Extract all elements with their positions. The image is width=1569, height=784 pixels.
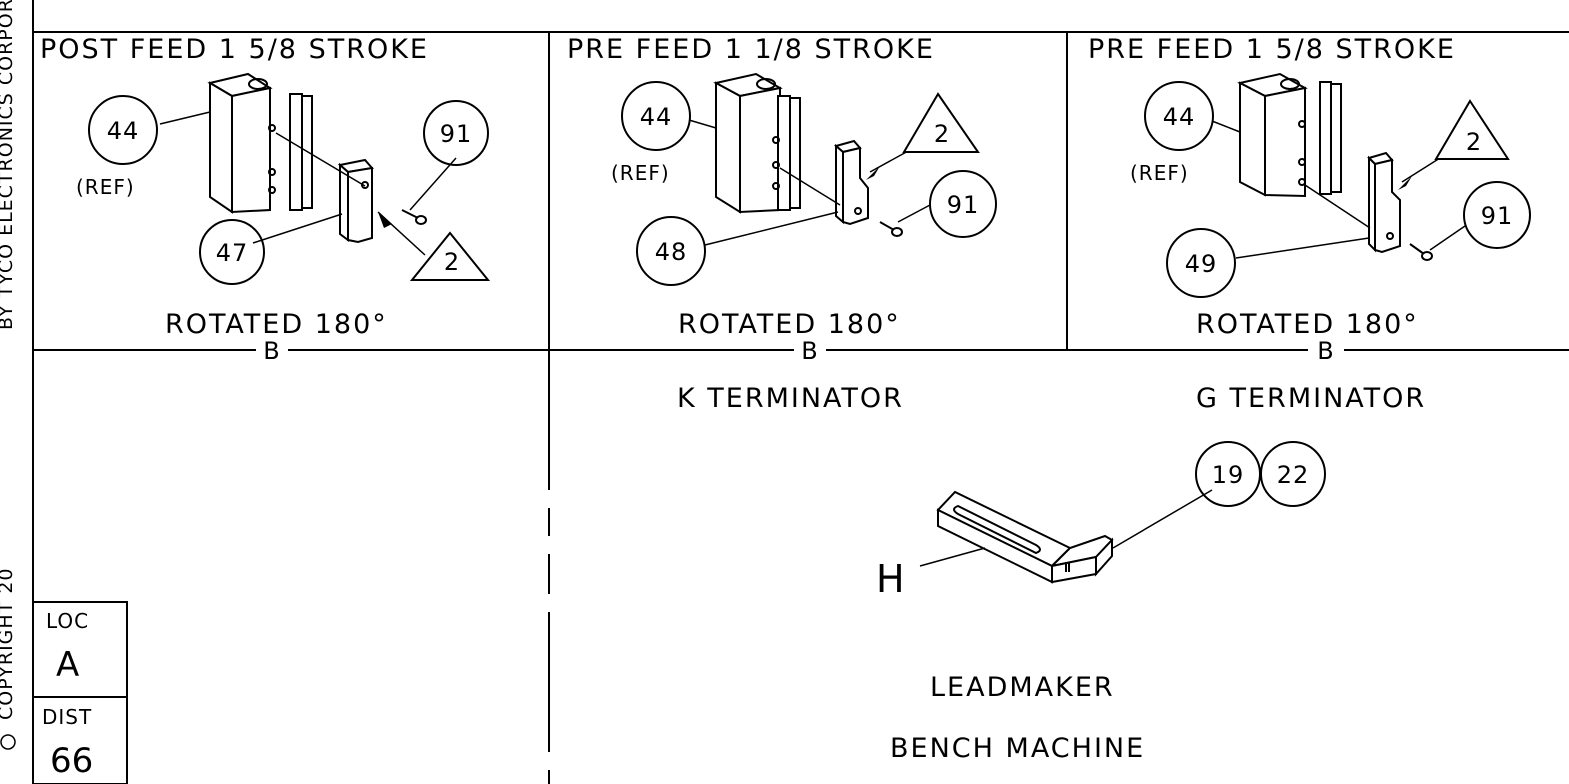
balloon-44-label: 44 [640, 103, 673, 131]
loc-label: LOC [46, 609, 89, 633]
delta-triangle-icon [1434, 99, 1510, 160]
section-label: B [263, 337, 280, 365]
balloon-44 [88, 95, 158, 165]
section-label: B [801, 337, 818, 365]
balloon-44-label: 44 [1163, 103, 1196, 131]
dist-value: 66 [50, 741, 93, 781]
panel-header: PRE FEED 1 1/8 STROKE [567, 34, 935, 65]
balloon-19-label: 19 [1212, 461, 1245, 489]
panel-header: POST FEED 1 5/8 STROKE [40, 34, 429, 65]
mounting-block [207, 72, 313, 214]
panel-header: PRE FEED 1 5/8 STROKE [1088, 34, 1456, 65]
balloon-47-label: 47 [216, 239, 249, 267]
balloon-44 [1144, 81, 1214, 151]
balloon-91 [1463, 181, 1531, 249]
terminator-caption: K TERMINATOR [677, 383, 904, 414]
mounting-block [1237, 72, 1342, 198]
delta-label: 2 [444, 248, 460, 276]
balloon-91 [929, 170, 997, 238]
rotated-note: ROTATED 180° [1196, 309, 1419, 340]
stripper-part [833, 139, 869, 226]
balloon-48-label: 48 [655, 238, 688, 266]
balloon-49-label: 49 [1185, 250, 1218, 278]
view-letter: H [876, 557, 905, 601]
balloon-44 [621, 81, 691, 151]
delta-label: 2 [1466, 128, 1482, 156]
ref-label: (REF) [76, 175, 135, 199]
screw-icon [1409, 243, 1433, 261]
balloon-22-label: 22 [1277, 461, 1310, 489]
rotated-note: ROTATED 180° [165, 309, 388, 340]
stripper-part [1367, 151, 1401, 254]
dist-label: DIST [42, 705, 92, 729]
margin-copyright: COPYRIGHT 20 BY TYCO ELECTRONICS CORPORA… [0, 0, 17, 750]
balloon-49 [1166, 228, 1236, 298]
delta-triangle-icon [902, 92, 980, 153]
copyright-symbol-icon [0, 734, 16, 750]
rotated-note: ROTATED 180° [678, 309, 901, 340]
balloon-47 [199, 219, 265, 285]
bench-bracket [936, 490, 1114, 584]
mounting-block [713, 72, 801, 214]
delta-label: 2 [934, 120, 950, 148]
screw-icon [401, 209, 427, 225]
balloon-91-label: 91 [1481, 202, 1514, 230]
loc-dist-box: LOC A DIST 66 [32, 601, 128, 784]
balloon-91 [423, 100, 489, 166]
delta-triangle-icon [409, 231, 491, 281]
margin-copyright-owner: BY TYCO ELECTRONICS CORPORATION ALL RIGH… [0, 0, 17, 330]
panel-post-feed: POST FEED 1 5/8 STROKE 44 (REF [33, 34, 549, 365]
screw-icon [879, 221, 903, 237]
balloon-22 [1260, 441, 1326, 507]
margin-copyright-year: COPYRIGHT 20 [0, 567, 17, 720]
stripper-part [337, 158, 374, 244]
panel-pre-feed-short: PRE FEED 1 1/8 STROKE 44 (REF) [549, 34, 1067, 414]
section-label: B [1317, 337, 1334, 365]
terminator-caption: G TERMINATOR [1196, 383, 1426, 414]
bench-title-line1: LEADMAKER [930, 672, 1115, 703]
leadmaker-bench: 19 22 H LEADMAKER BENCH MACHINE [876, 441, 1326, 764]
balloon-91-label: 91 [947, 191, 980, 219]
balloon-44-label: 44 [107, 117, 140, 145]
panel-pre-feed-long: PRE FEED 1 5/8 STROKE 44 (REF) [1067, 34, 1569, 414]
balloon-91-label: 91 [440, 120, 473, 148]
loc-value: A [56, 645, 79, 685]
ref-label: (REF) [1130, 161, 1189, 185]
ref-label: (REF) [611, 161, 670, 185]
balloon-48 [636, 216, 706, 286]
bench-title-line2: BENCH MACHINE [890, 733, 1145, 764]
